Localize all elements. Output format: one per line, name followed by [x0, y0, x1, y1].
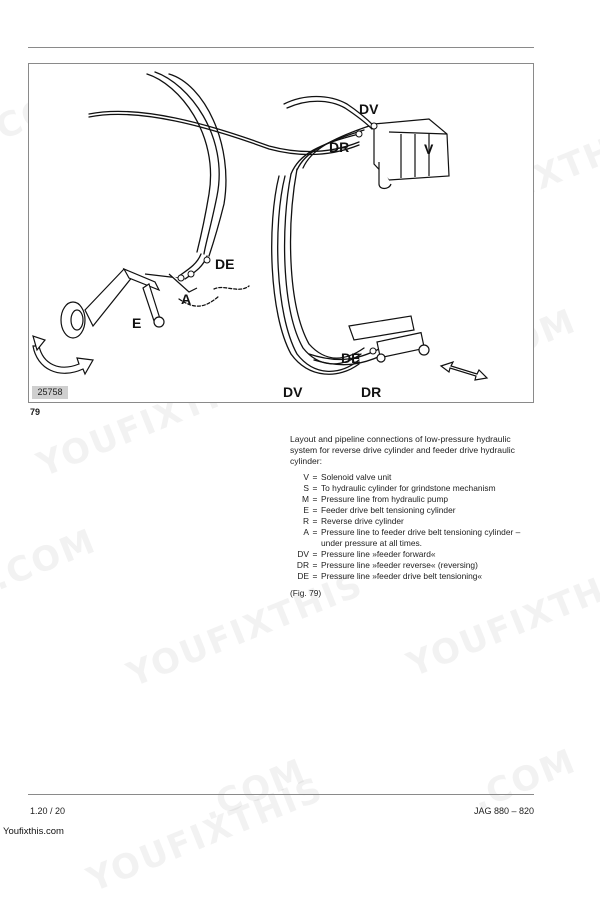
legend-item: DR=Pressure line »feeder reverse« (rever…: [296, 560, 478, 570]
legend-item: DE=Pressure line »feeder drive belt tens…: [297, 571, 483, 581]
figure-frame: DV DR V DE A E DE DV DR 25758: [28, 63, 534, 403]
model-number: JAG 880 – 820: [473, 806, 534, 816]
figure-id-label: 25758: [32, 386, 68, 399]
legend-list: V=Solenoid valve unit S=To hydraulic cyl…: [290, 472, 540, 582]
label-dr-bottom: DR: [361, 384, 381, 400]
watermark: YOUFIXTHIS: [81, 769, 330, 901]
watermark: YOUFIXTHIS: [121, 564, 370, 696]
hydraulic-diagram: DV DR V DE A E DE DV DR: [32, 71, 489, 400]
header-rule: [28, 47, 534, 48]
legend-item: E=Feeder drive belt tensioning cylinder: [303, 505, 456, 515]
label-v: V: [424, 141, 434, 157]
watermark: .COM: [0, 521, 103, 599]
legend-item: V=Solenoid valve unit: [303, 472, 392, 482]
label-dv-top: DV: [359, 101, 379, 117]
label-de-left: DE: [215, 256, 234, 272]
legend-item: S=To hydraulic cylinder for grindstone m…: [303, 483, 496, 493]
footer-rule: [28, 794, 534, 795]
legend-item: DV=Pressure line »feeder forward«: [297, 549, 436, 559]
legend-item: A=Pressure line to feeder drive belt ten…: [303, 527, 521, 548]
figure-caption: Layout and pipeline connections of low-p…: [290, 434, 515, 466]
label-dr-top: DR: [329, 139, 349, 155]
legend-item: R=Reverse drive cylinder: [302, 516, 404, 526]
label-dv-bottom: DV: [283, 384, 303, 400]
figure-number: 79: [30, 407, 41, 417]
label-e: E: [132, 315, 141, 331]
label-a: A: [181, 291, 191, 307]
label-de-right: DE: [341, 350, 360, 366]
site-name: Youfixthis.com: [3, 826, 64, 837]
watermark: .COM: [196, 751, 313, 829]
figure-reference: (Fig. 79): [290, 588, 322, 598]
legend-item: M=Pressure line from hydraulic pump: [302, 494, 449, 504]
page-number: 1.20 / 20: [30, 806, 66, 816]
